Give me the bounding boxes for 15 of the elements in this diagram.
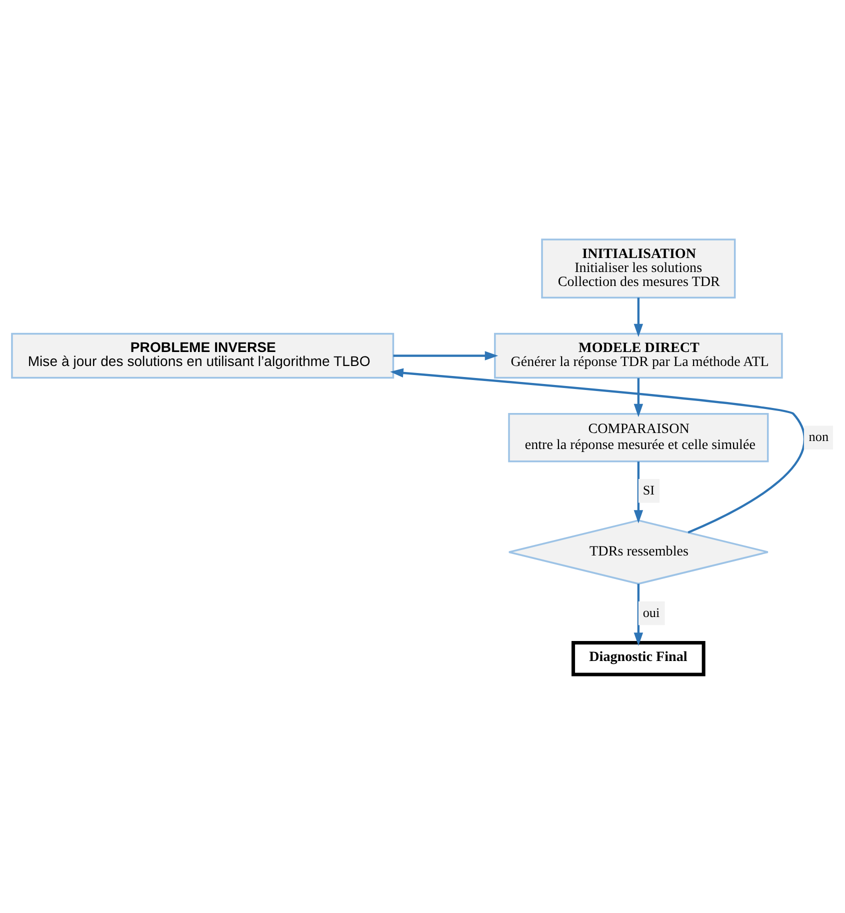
edge-label: SI [642,482,655,497]
arrow [634,378,644,417]
node-box: PROBLEME INVERSE Mise à jour des solutions en utilisant l’algorithme TLBO [11,332,394,378]
node-diamond: TDRs ressembles [508,518,769,584]
edge-label: non [808,428,829,444]
node-box: COMPARAISON entre la réponse mesurée et celle simulée [508,412,769,462]
arrow [634,583,644,646]
arrow [390,368,806,534]
arrow [634,297,644,337]
arrow [393,350,498,360]
node-box: INITIALISATION Initialiser les solutions Collection des mesures TDR [541,238,736,298]
node-box: MODELE DIRECT Générer la réponse TDR par La méthode ATL [494,332,783,378]
edge-label: oui [642,604,660,620]
node-box: Diagnostic Final [572,640,706,676]
arrow [634,461,644,523]
